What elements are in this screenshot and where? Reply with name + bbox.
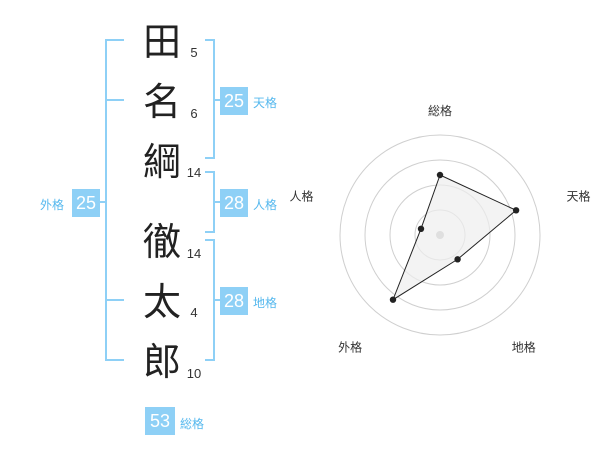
radar-point-1 [436,171,444,179]
name-char-5: 太 [142,280,181,324]
radar-ring-3 [364,159,516,311]
radar-point-5 [417,225,425,232]
chikaku-value-badge: 28 [220,287,248,315]
name-char-4: 徹 [142,220,181,264]
radar-axis-label-2: 天格 [567,188,591,203]
stroke-count-3: 14 [186,165,202,180]
stroke-count-1: 5 [190,45,198,60]
radar-axis-label-4: 外格 [338,340,362,355]
radar-axis-label-3: 地格 [512,340,536,355]
tenkaku-value-badge: 25 [220,87,248,115]
radar-point-2 [512,207,520,214]
radar-point-3 [454,256,461,263]
radar-ring-4 [339,134,541,336]
name-char-6: 郎 [142,340,181,384]
name-char-2: 名 [142,80,181,124]
tenkaku-label: 天格 [253,96,278,110]
stroke-count-6: 10 [186,366,202,381]
stroke-count-5: 4 [190,305,198,320]
name-char-3: 綱 [142,140,181,184]
jinkaku-value-badge: 28 [220,189,248,217]
radar-axis-label-5: 人格 [289,188,313,203]
soukaku-value-badge: 53 [145,407,175,435]
gaikaku-value-badge: 25 [72,189,100,217]
chikaku-label: 地格 [253,296,278,310]
jinkaku-label: 人格 [253,198,278,212]
radar-point-4 [389,296,397,303]
gaikaku-label: 外格 [40,198,65,212]
radar-axis-label-1: 総格 [428,103,452,118]
radar-series-polygon [391,174,518,301]
stroke-count-4: 14 [186,246,202,261]
soukaku-label: 総格 [180,417,205,431]
name-char-1: 田 [142,20,181,64]
stroke-count-2: 6 [190,106,198,121]
